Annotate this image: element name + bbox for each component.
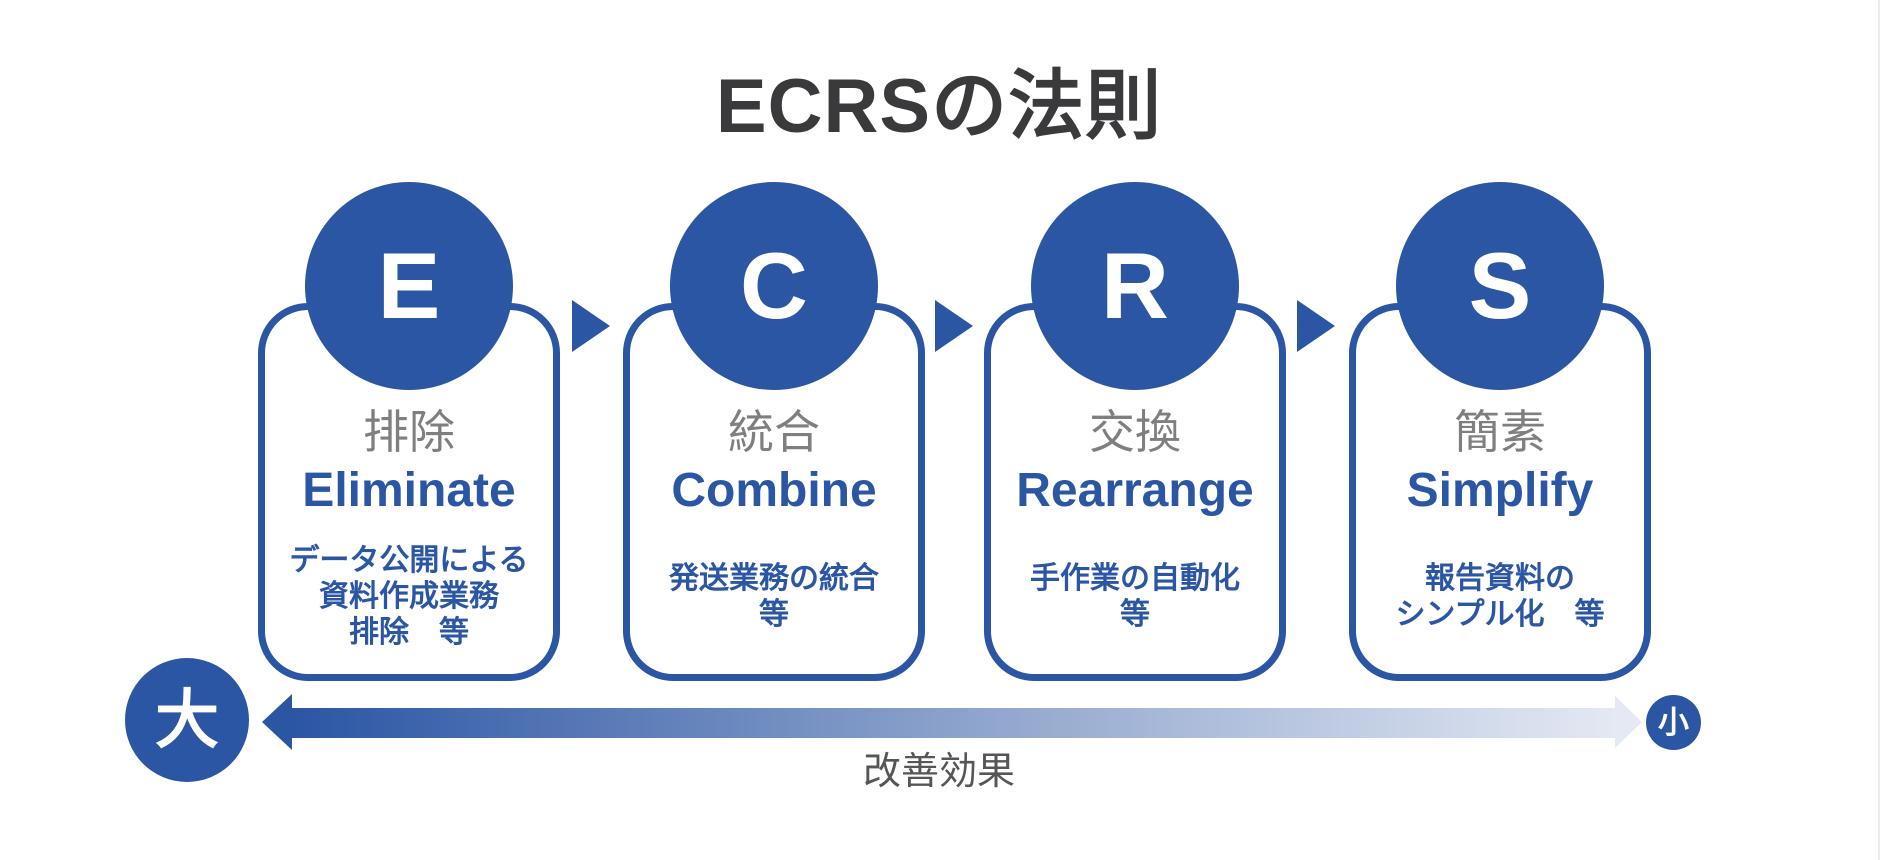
- right-triangle-icon: [1297, 300, 1335, 352]
- jp-term: 排除: [363, 406, 455, 458]
- card-simplify: 簡素 Simplify 報告資料の シンプル化 等: [1349, 303, 1651, 681]
- page-title: ECRSの法則: [715, 64, 1163, 149]
- en-term: Eliminate: [302, 464, 516, 518]
- example-line: データ公開による: [289, 543, 529, 577]
- example-line: シンプル化 等: [1395, 597, 1605, 631]
- example-text: 報告資料の シンプル化 等: [1395, 520, 1604, 674]
- letter-circle-c: C: [670, 182, 878, 390]
- jp-term: 交換: [1089, 406, 1181, 458]
- step-letter: S: [1468, 233, 1532, 338]
- step-letter: R: [1101, 233, 1169, 338]
- right-arrowhead-icon: [1615, 696, 1642, 748]
- letter-circle-s: S: [1396, 182, 1604, 390]
- ecrs-step-simplify: S 簡素 Simplify 報告資料の シンプル化 等: [1349, 182, 1651, 682]
- right-triangle-icon: [935, 300, 973, 352]
- left-arrowhead-icon: [262, 694, 292, 750]
- example-line: 報告資料の: [1424, 561, 1575, 595]
- example-line: 等: [1120, 597, 1150, 631]
- en-term: Rearrange: [1016, 464, 1254, 518]
- letter-circle-r: R: [1031, 182, 1239, 390]
- letter-circle-e: E: [305, 182, 513, 390]
- en-term: Combine: [671, 464, 877, 518]
- step-letter: E: [377, 233, 441, 338]
- example-line: 手作業の自動化: [1030, 561, 1240, 595]
- large-effect-circle: 大: [125, 658, 249, 782]
- example-line: 発送業務の統合: [669, 561, 879, 595]
- small-effect-circle: 小: [1646, 695, 1701, 750]
- en-term: Simplify: [1406, 464, 1594, 518]
- example-text: 手作業の自動化 等: [1030, 520, 1240, 674]
- step-letter: C: [740, 233, 808, 338]
- improvement-effect-axis-label: 改善効果: [862, 751, 1015, 793]
- example-text: 発送業務の統合 等: [669, 520, 879, 674]
- small-effect-label: 小: [1658, 705, 1689, 740]
- example-text: データ公開による 資料作成業務 排除 等: [289, 520, 528, 674]
- ecrs-step-combine: C 統合 Combine 発送業務の統合 等: [623, 182, 925, 682]
- jp-term: 簡素: [1454, 406, 1546, 458]
- example-line: 排除 等: [348, 615, 469, 649]
- example-line: 資料作成業務: [318, 579, 499, 613]
- ecrs-step-eliminate: E 排除 Eliminate データ公開による 資料作成業務 排除 等: [258, 182, 560, 682]
- jp-term: 統合: [728, 406, 820, 458]
- ecrs-step-rearrange: R 交換 Rearrange 手作業の自動化 等: [984, 182, 1286, 682]
- example-line: 等: [759, 597, 789, 631]
- effect-gradient-arrow: [291, 708, 1616, 738]
- right-triangle-icon: [572, 300, 610, 352]
- large-effect-label: 大: [155, 684, 219, 756]
